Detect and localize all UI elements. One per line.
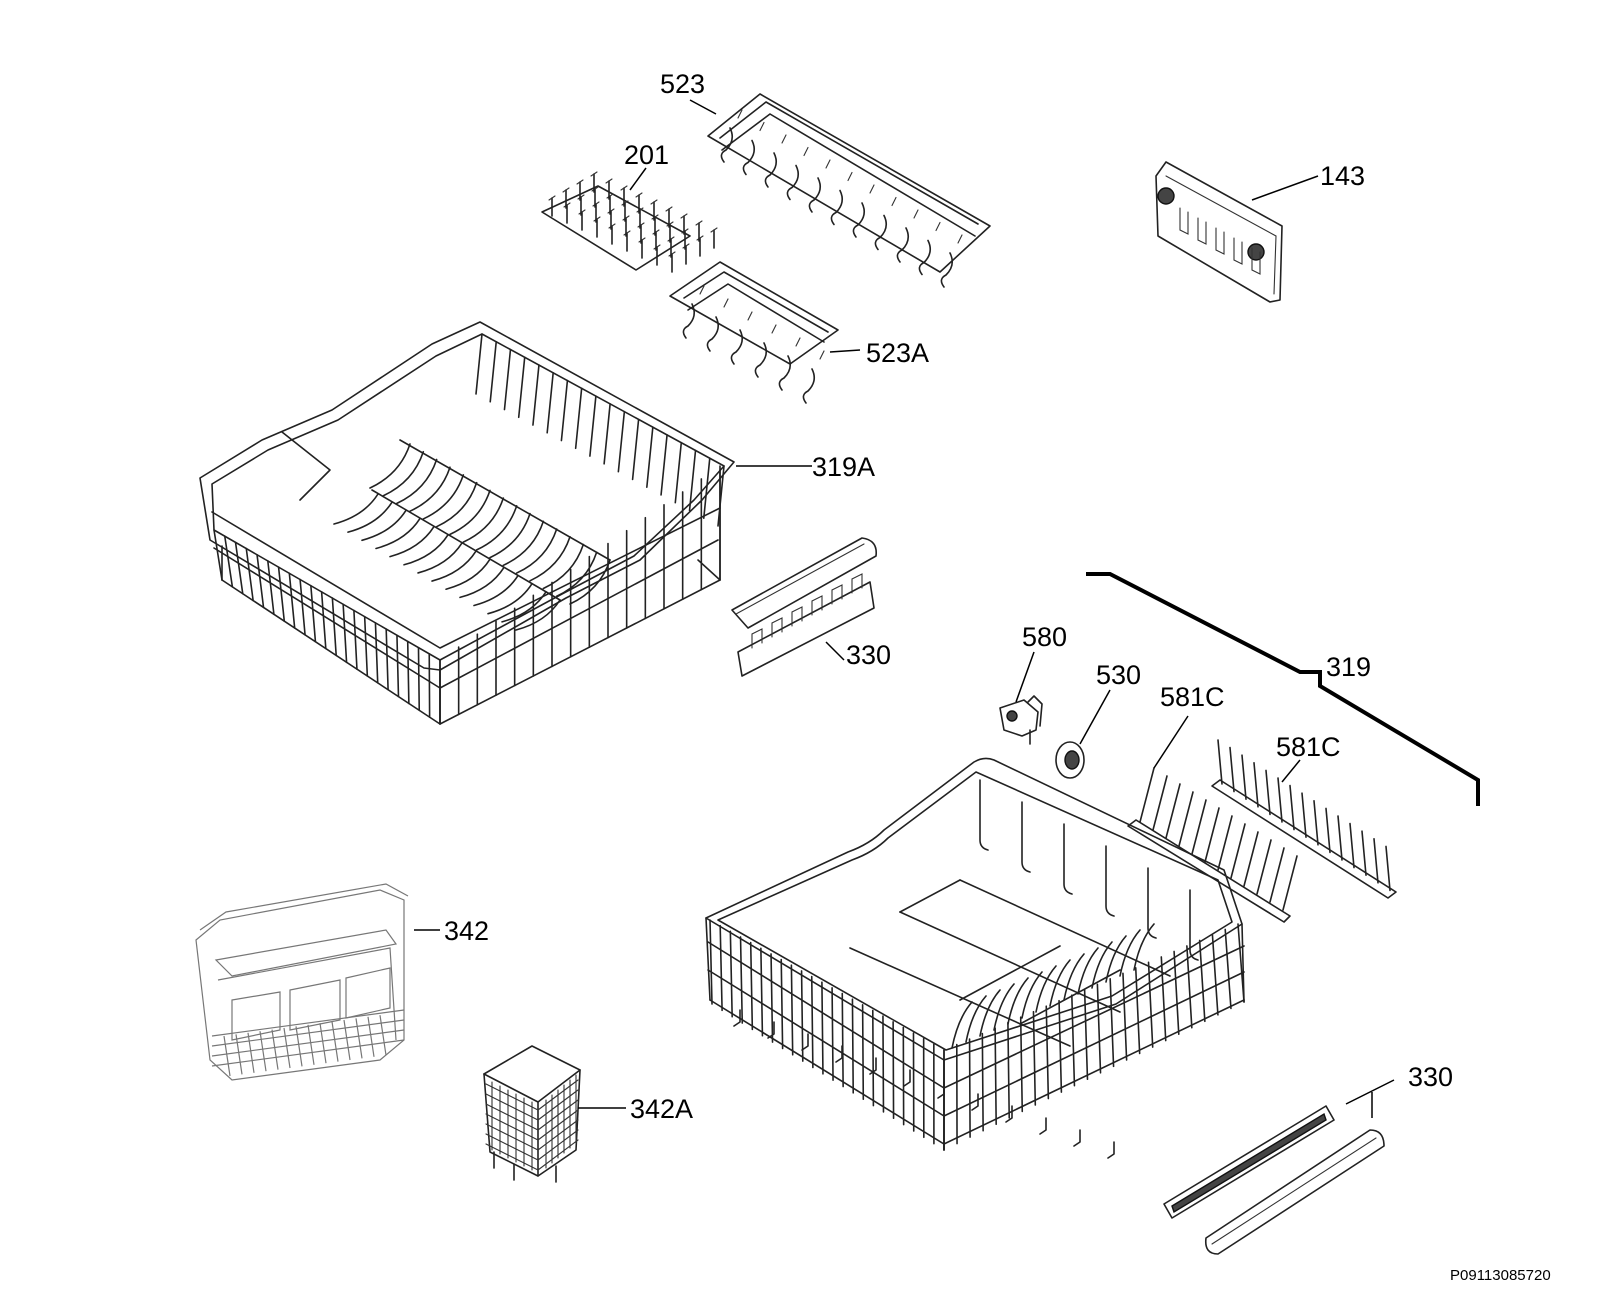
- part-523a-tine-holder: [669, 261, 839, 404]
- leader-581c-left: [1153, 715, 1189, 769]
- part-342a-small-basket: [483, 1045, 581, 1183]
- leader-201: [629, 167, 647, 191]
- label-319: 319: [1326, 652, 1371, 682]
- part-580-hook: [999, 695, 1043, 745]
- label-330-upper: 330: [846, 640, 891, 670]
- label-530: 530: [1096, 660, 1141, 690]
- leader-330-upper: [825, 641, 845, 661]
- leader-523: [689, 99, 717, 115]
- leader-330-lower: [1345, 1079, 1395, 1118]
- part-lower-basket: [705, 757, 1245, 1159]
- drawing-code: P09113085720: [1450, 1267, 1551, 1284]
- leader-580: [1015, 651, 1035, 703]
- leader-530: [1079, 689, 1111, 745]
- label-330-lower: 330: [1408, 1062, 1453, 1092]
- part-581c-left-tine-rack: [1127, 767, 1298, 923]
- label-581c-left: 581C: [1160, 682, 1225, 712]
- part-319-rail: [1086, 572, 1480, 806]
- label-581c-right: 581C: [1276, 732, 1341, 762]
- part-330-lower-end-cap: [1163, 1105, 1385, 1255]
- leader-523a: [829, 349, 861, 353]
- label-580: 580: [1022, 622, 1067, 652]
- leader-143: [1251, 175, 1319, 201]
- part-143-rail-clip: [1155, 161, 1283, 303]
- part-319a-upper-basket: [199, 321, 735, 725]
- part-581c-right-tine-rack: [1211, 739, 1397, 899]
- part-201-spike-insert: [541, 171, 718, 273]
- label-143: 143: [1320, 161, 1365, 191]
- label-319a: 319A: [812, 452, 875, 482]
- label-201: 201: [624, 140, 669, 170]
- label-342a: 342A: [630, 1094, 693, 1124]
- leader-581c-right: [1281, 759, 1301, 783]
- label-523: 523: [660, 69, 705, 99]
- label-342: 342: [444, 916, 489, 946]
- part-523-tine-holder: [707, 93, 991, 288]
- part-342-cutlery-basket: [195, 883, 409, 1081]
- label-523a: 523A: [866, 338, 929, 368]
- part-330-upper-end-cap: [731, 537, 878, 677]
- part-530-wheel: [1055, 741, 1085, 779]
